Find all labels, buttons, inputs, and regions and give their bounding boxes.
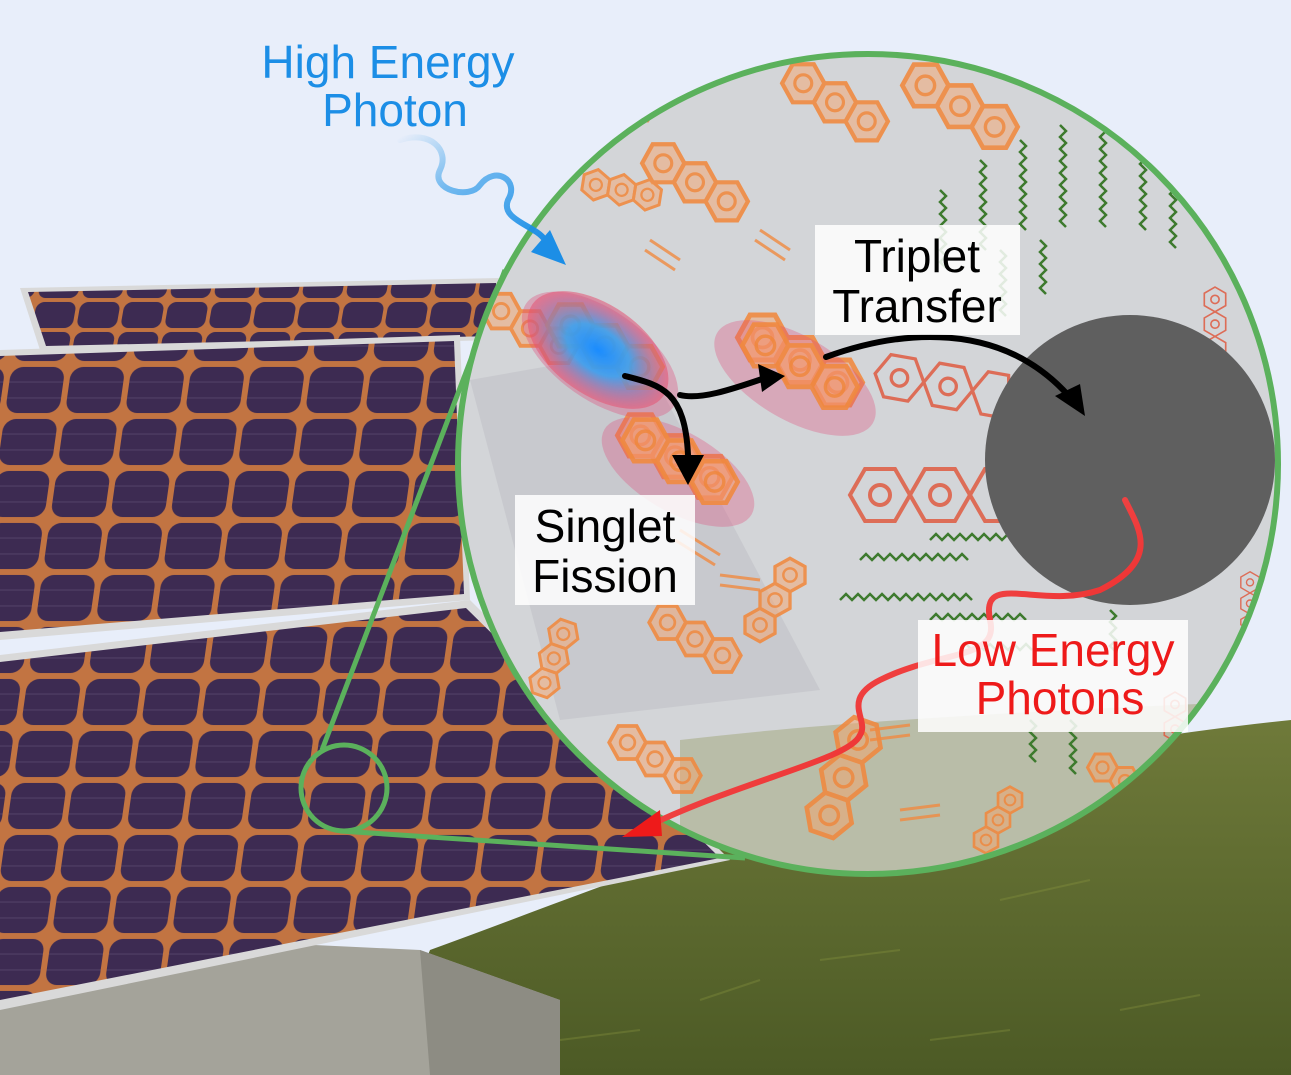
arrow-head-right <box>758 364 785 392</box>
high-energy-arrowhead <box>531 230 566 265</box>
singlet-label-line2: Fission <box>532 550 678 602</box>
magnifier-ring <box>455 51 1281 877</box>
high-energy-photon <box>397 134 548 243</box>
low-energy-arrowhead <box>622 810 662 837</box>
low-energy-label-bg <box>918 620 1188 732</box>
zoom-line-bottom <box>339 828 746 861</box>
solar-panel-middle <box>0 335 470 640</box>
quantum-dot <box>985 315 1275 605</box>
low-energy-label-line1: Low Energy <box>932 624 1175 676</box>
triplet-label-line2: Transfer <box>832 280 1002 332</box>
singlet-label-bg <box>515 495 695 605</box>
triplet-label-bg <box>815 225 1020 335</box>
low-energy-label-line2: Photons <box>976 672 1145 724</box>
solar-panel-far <box>20 278 500 350</box>
high-energy-label-line1: High Energy <box>261 36 514 88</box>
singlet-label-line1: Singlet <box>535 500 676 552</box>
singlet-fission-arrows <box>622 373 768 458</box>
high-energy-label-line2: Photon <box>322 84 468 136</box>
triplet-label-line1: Triplet <box>854 230 980 282</box>
arrow-head-down <box>672 455 704 485</box>
triplet-transfer-arrow <box>823 334 1071 398</box>
